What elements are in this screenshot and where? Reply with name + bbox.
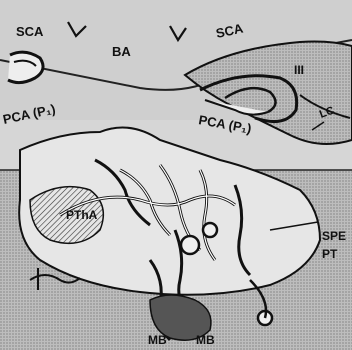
label-pt: PT <box>322 247 338 261</box>
label-cn-iii: III <box>294 63 304 77</box>
vessel-loop <box>181 236 199 254</box>
label-ba: BA <box>112 44 131 59</box>
label-mb-left: MB <box>148 333 167 347</box>
label-mb-right: MB <box>196 333 215 347</box>
label-spe: SPE <box>322 229 346 243</box>
label-pthap: PThA <box>66 208 98 222</box>
label-sca-left: SCA <box>16 24 44 39</box>
